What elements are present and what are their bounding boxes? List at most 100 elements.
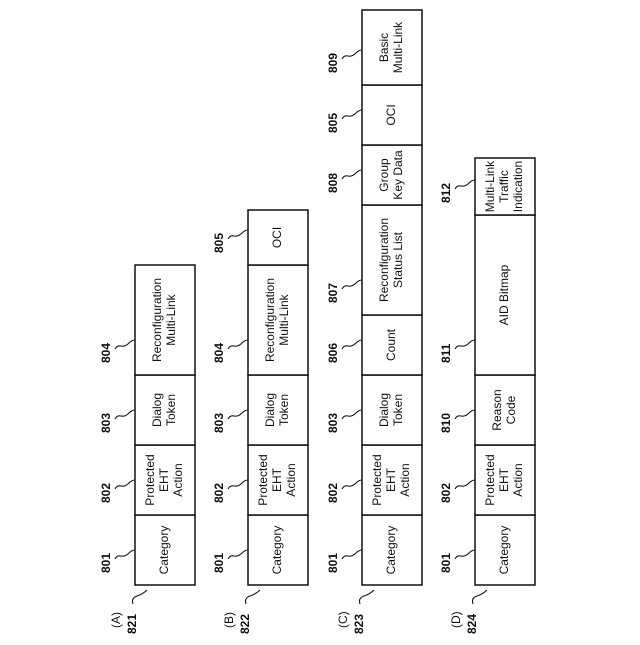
field-label-line: Traffic: [497, 170, 511, 203]
field-cell: Category 801: [439, 515, 535, 585]
field-ref-number: 804: [212, 343, 226, 363]
field-ref-number: 812: [439, 183, 453, 203]
field-ref-number: 806: [326, 343, 340, 363]
field-ref-number: 808: [326, 173, 340, 193]
figure-ref-number: 822: [238, 614, 252, 634]
field-label-line: Dialog: [263, 393, 277, 427]
field-ref-leader: [342, 110, 362, 119]
field-ref-number: 802: [326, 483, 340, 503]
field-ref-number: 802: [99, 483, 113, 503]
figure-b: (B)822 Category 801 ProtectedEHTAction 802 Di…: [212, 210, 308, 634]
field-label-line: Action: [284, 463, 298, 496]
field-label-line: Protected: [370, 454, 384, 505]
field-label-line: Dialog: [377, 393, 391, 427]
field-label-line: Action: [171, 463, 185, 496]
field-ref-number: 801: [99, 553, 113, 573]
field-label-line: Action: [398, 463, 412, 496]
field-label-line: Category: [157, 526, 171, 575]
field-ref-number: 805: [212, 233, 226, 253]
figure-c: (C)823 Category801 ProtectedEHTAction 802 Di…: [326, 10, 422, 634]
figure-letter: (C): [336, 611, 350, 628]
field-cell: ProtectedEHTAction802: [439, 445, 535, 515]
field-cell: Category 801: [99, 515, 195, 585]
figure-ref-leader: [473, 590, 488, 604]
field-label-line: Multi-Link: [164, 293, 178, 345]
figure-letter: (B): [222, 612, 236, 628]
field-cell: ProtectedEHTAction 802: [212, 445, 308, 515]
field-ref-leader: [228, 340, 248, 349]
field-cell: Category 801: [212, 515, 308, 585]
field-ref-number: 802: [212, 483, 226, 503]
field-cell: DialogToken 803: [99, 375, 195, 445]
field-ref-leader: [455, 480, 475, 489]
field-ref-number: 803: [212, 413, 226, 433]
field-label-line: Basic: [377, 33, 391, 62]
field-label-line: Key Data: [391, 150, 405, 200]
field-ref-leader: [342, 480, 362, 489]
field-ref-leader: [115, 340, 135, 349]
field-label-line: Token: [164, 394, 178, 426]
figure-letter: (A): [109, 612, 123, 628]
field-ref-number: 803: [99, 413, 113, 433]
field-label-line: EHT: [270, 467, 284, 492]
figure-ref-number: 824: [465, 614, 479, 634]
field-ref-number: 801: [439, 553, 453, 573]
field-ref-number: 803: [326, 413, 340, 433]
field-ref-leader: [342, 550, 362, 559]
field-ref-leader: [342, 170, 362, 179]
figure-letter: (D): [449, 611, 463, 628]
field-label-line: Reconfiguration: [377, 218, 391, 302]
field-ref-number: 801: [326, 553, 340, 573]
field-ref-leader: [455, 550, 475, 559]
field-label-line: Token: [391, 394, 405, 426]
field-ref-leader: [228, 410, 248, 419]
figure-d: (D)824 Category 801 ProtectedEHTAction802Re…: [439, 158, 535, 634]
figure-a: (A)821Category801ProtectedEHTAction802Di…: [99, 265, 195, 634]
field-cell: Category801: [326, 515, 422, 585]
field-label-line: EHT: [157, 467, 171, 492]
field-cell: OCI805: [212, 210, 308, 265]
figure-ref-number: 823: [352, 614, 366, 634]
field-label-line: Category: [270, 526, 284, 575]
field-label-line: Reconfiguration: [263, 278, 277, 362]
field-label-line: Dialog: [150, 393, 164, 427]
field-cell: ReasonCode810: [439, 375, 535, 445]
field-label-line: Protected: [256, 454, 270, 505]
field-label-line: Group: [377, 158, 391, 192]
field-label-line: Indication: [511, 161, 525, 212]
field-ref-leader: [115, 410, 135, 419]
field-ref-leader: [115, 480, 135, 489]
field-cell: ReconfigurationMulti-Link804: [99, 265, 195, 375]
figure-ref-leader: [133, 590, 148, 604]
field-cell: BasicMulti-Link 809: [326, 10, 422, 85]
field-ref-number: 810: [439, 413, 453, 433]
field-ref-leader: [342, 50, 362, 59]
field-ref-number: 809: [326, 53, 340, 73]
field-label-line: OCI: [384, 104, 398, 125]
field-ref-leader: [228, 480, 248, 489]
field-cell: ProtectedEHTAction802: [99, 445, 195, 515]
field-ref-number: 804: [99, 343, 113, 363]
field-label-line: Token: [277, 394, 291, 426]
field-ref-number: 811: [439, 343, 453, 363]
field-ref-number: 802: [439, 483, 453, 503]
field-cell: Multi-LinkTrafficIndication 812: [439, 158, 535, 215]
field-ref-number: 801: [212, 553, 226, 573]
field-ref-leader: [115, 550, 135, 559]
field-cell: ProtectedEHTAction 802: [326, 445, 422, 515]
field-label-line: Protected: [483, 454, 497, 505]
field-ref-number: 807: [326, 283, 340, 303]
field-label-line: EHT: [384, 467, 398, 492]
field-ref-number: 805: [326, 113, 340, 133]
field-ref-leader: [342, 410, 362, 419]
field-ref-leader: [455, 410, 475, 419]
field-ref-leader: [228, 230, 248, 239]
field-label-line: Status List: [391, 231, 405, 288]
field-cell: ReconfigurationStatus List 807: [326, 205, 422, 315]
field-label-line: Category: [497, 526, 511, 575]
field-label-line: Multi-Link: [483, 160, 497, 212]
field-label-line: Multi-Link: [391, 21, 405, 73]
field-cell: AID Bitmap811: [439, 215, 535, 375]
